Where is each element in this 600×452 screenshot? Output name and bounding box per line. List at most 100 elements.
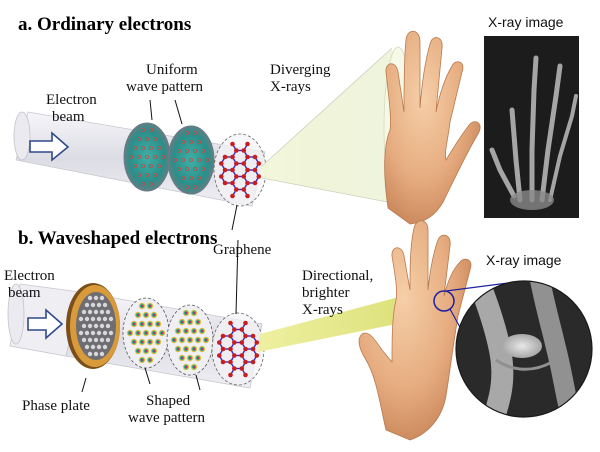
phase-plate-pore [93,309,99,315]
wave-dot [140,163,145,168]
wave-ring-core [136,331,140,335]
phase-plate-pore [87,351,93,357]
graphene-atom [243,320,248,326]
graphene-atom [234,174,239,179]
graphene-atom [230,167,235,173]
wave-ring-core [184,365,188,369]
graphene-atom [217,340,222,345]
graphene-atom [250,333,256,339]
diverging-xrays-label-line1: Diverging [270,62,331,78]
hand-b [358,220,472,441]
wave-ring-core [176,347,180,351]
phase-plate-pore [102,316,108,322]
wave-dot [136,172,141,177]
graphene-atom [230,193,235,199]
phase-plate-pore [105,323,111,329]
diverging-xrays-label-line2: X-rays [270,79,311,95]
wave-ring-core [172,338,176,342]
graphene-atom [245,180,250,186]
wave-dot [140,145,145,150]
wave-dot [196,157,201,162]
wave-ring-core [140,304,144,308]
phase-plate-pore [96,302,102,308]
wave-ring-core [196,320,200,324]
graphene-atom [239,340,245,345]
wave-dot [156,145,161,150]
graphene-atom [230,180,235,186]
graphene-atom [222,180,228,186]
wave-ring-core [192,347,196,351]
wave-dot [176,166,181,171]
wave-dot [192,148,197,153]
leader-lines [81,99,239,393]
wave-dot [204,157,209,162]
heading-waveshaped-electrons: b. Waveshaped electrons [18,228,218,249]
wave-dot [148,127,153,132]
wave-dot [184,166,189,171]
graphene-atom [220,359,226,365]
graphene-atom [254,353,260,358]
wave-dot [184,148,189,153]
wave-dot [196,139,201,144]
phase-plate-pore [84,316,90,322]
graphene-atom [250,359,256,365]
wave-ring-core [152,331,156,335]
wave-ring-core [196,356,200,360]
shaped-wave-label-line2: wave pattern [128,410,206,426]
phase-plate-pore [84,302,90,308]
xray-image-a [484,36,579,218]
wave-dot [136,154,141,159]
wave-ring-core [152,349,156,353]
phase-plate-pore [96,344,102,350]
graphene-atom [256,161,262,166]
graphene-atom [232,353,237,358]
wave-dot [192,166,197,171]
phase-plate [66,283,120,369]
directional-xrays-label-line2: brighter [302,285,350,301]
wave-dot [184,184,189,189]
wave-ring-core [132,322,136,326]
graphene-atom [230,154,235,160]
wave-ring-core [180,338,184,342]
graphene-atom [243,372,248,378]
phase-plate-pore [87,323,93,329]
wave-dot [192,184,197,189]
phase-plate-pore [108,316,114,322]
directional-xrays-label-line1: Directional, [302,268,374,284]
wave-dot [160,154,165,159]
wave-ring-core [140,322,144,326]
wave-ring-core [140,340,144,344]
electron-beam-label-b-line2: beam [8,285,41,301]
wave-dot [180,139,185,144]
graphene-label: Graphene [213,242,272,258]
phase-plate-pore [99,309,105,315]
phase-plate-pore [108,330,114,336]
wave-dot [148,145,153,150]
graphene-atom [228,346,233,352]
graphene-atom [230,141,235,147]
graphene-atom [222,154,228,160]
xray-image-b [455,280,593,418]
phase-plate-pore [102,302,108,308]
phase-plate-pore [96,316,102,322]
wave-ring-core [144,349,148,353]
graphene-lattice-a [213,133,267,207]
graphene-atom [254,340,260,345]
wave-ring-core [156,322,160,326]
wave-ring-core [156,340,160,344]
graphene-atom [239,366,245,371]
graphene-atom [232,366,237,371]
phase-plate-pore [90,302,96,308]
wave-dot [140,181,145,186]
wave-ring-core [140,358,144,362]
wave-dot [180,175,185,180]
phase-plate-pore [102,330,108,336]
wave-ring-core [184,329,188,333]
graphene-atom [241,174,247,179]
wave-ring-core [188,356,192,360]
phase-plate-pore [87,295,93,301]
heading-ordinary-electrons: a. Ordinary electrons [18,14,192,35]
wave-dot [196,175,201,180]
electron-beam-label-b-line1: Electron [4,268,55,284]
